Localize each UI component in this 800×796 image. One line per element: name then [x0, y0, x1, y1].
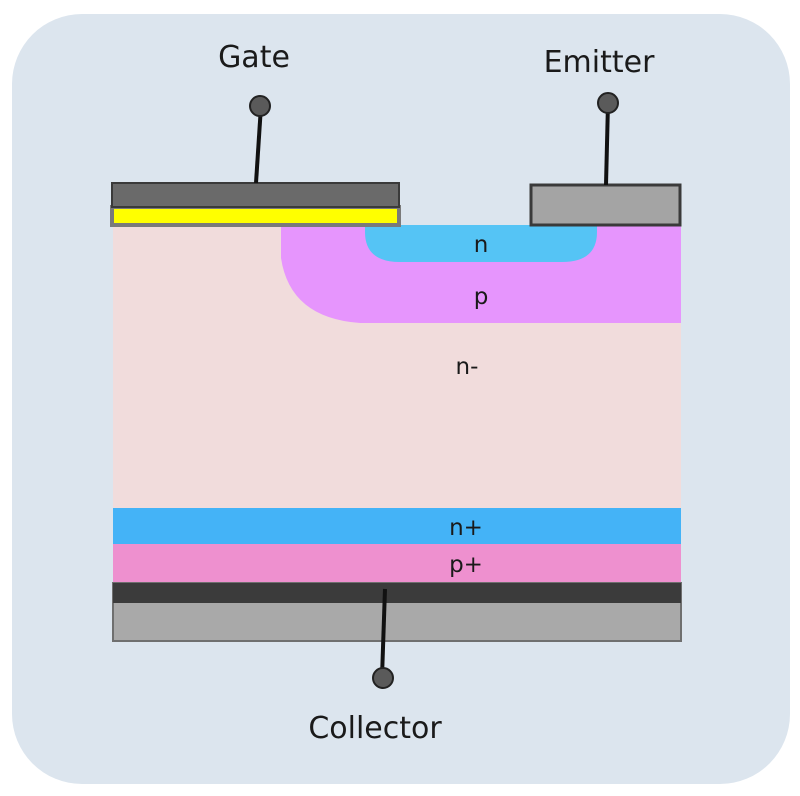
gate-label: Gate — [218, 40, 290, 75]
p-plus-collector-layer — [113, 544, 681, 582]
n-emitter-label: n — [474, 232, 489, 258]
collector-terminal-dot — [372, 667, 394, 689]
n-plus-buffer-label: n+ — [449, 515, 483, 541]
collector-label: Collector — [308, 711, 442, 746]
n-plus-buffer-layer — [113, 508, 681, 544]
collector-lead-wire — [380, 588, 387, 678]
gate-metal-electrode — [111, 182, 400, 208]
collector-metal-top-strip — [113, 583, 681, 603]
n-emitter-region — [365, 225, 597, 262]
p-plus-collector-label: p+ — [449, 552, 483, 578]
n-drift-label: n- — [456, 354, 479, 380]
gate-oxide-layer — [110, 205, 401, 227]
emitter-metal-electrode — [529, 183, 682, 227]
emitter-terminal-dot — [597, 92, 619, 114]
emitter-label: Emitter — [544, 45, 655, 80]
gate-lead-wire — [254, 105, 263, 184]
gate-terminal-dot — [249, 95, 271, 117]
p-body-label: p — [474, 284, 489, 310]
emitter-lead-wire — [604, 102, 610, 186]
